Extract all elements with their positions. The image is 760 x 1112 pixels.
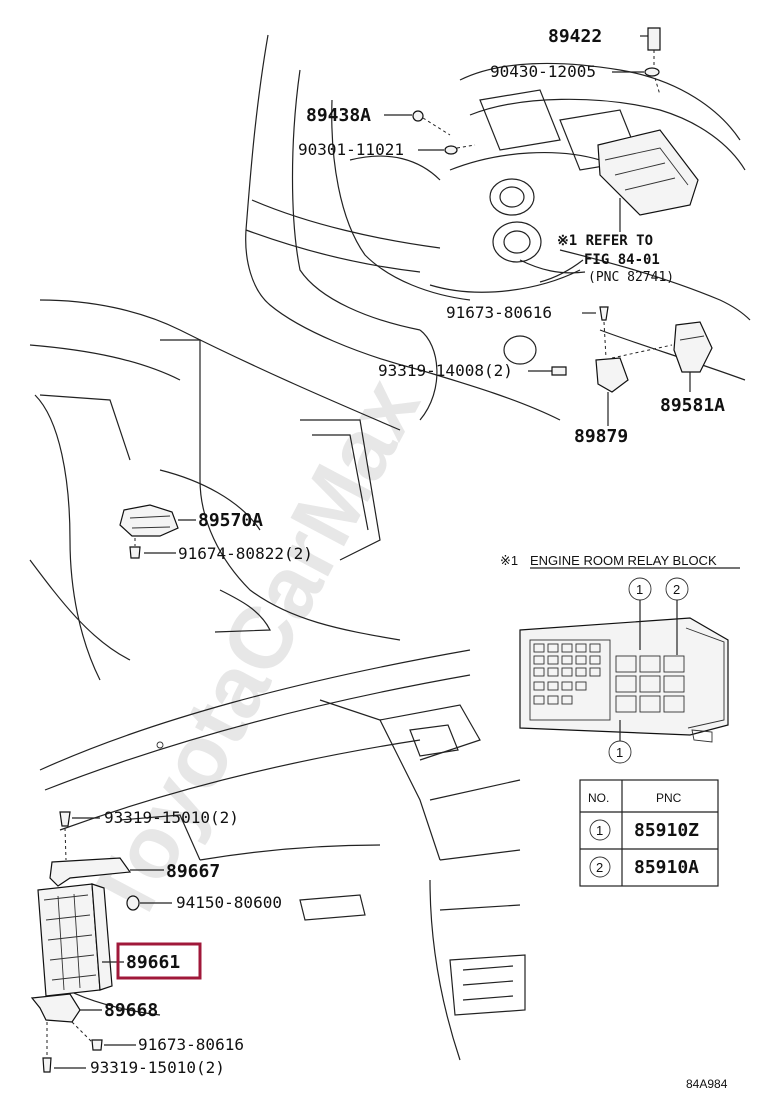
pnc-row2-value: 85910A	[634, 857, 699, 878]
callout-89581a: 89581A	[660, 395, 725, 416]
relay-marker-1-bottom-label: 1	[616, 745, 623, 760]
relay-block-illustration	[519, 617, 729, 743]
engine-bay-illustration	[245, 34, 751, 421]
sensor-89581a	[673, 321, 713, 373]
clamp-94150	[126, 895, 140, 911]
bolt-91674	[129, 546, 141, 559]
relay-marker-2-label: 2	[673, 582, 680, 597]
bolt-91673-top	[599, 306, 609, 321]
refer-note-line1: ※1 REFER TO	[557, 233, 653, 249]
callout-93319-15010-bottom: 93319-15010(2)	[90, 1058, 225, 1077]
callout-94150-80600: 94150-80600	[176, 893, 282, 912]
pnc-header-pnc: PNC	[656, 791, 682, 805]
diagram-code: 84A984	[686, 1077, 728, 1091]
refer-note-line2: FIG 84-01	[584, 252, 660, 268]
seal-90301	[444, 145, 458, 155]
instrument-panel-illustration	[39, 649, 526, 1061]
relay-marker-1-top-label: 1	[636, 582, 643, 597]
pnc-table	[579, 779, 719, 887]
bracket-89668	[30, 993, 81, 1023]
washer-90430	[644, 67, 660, 77]
callout-91673-80616-bottom: 91673-80616	[138, 1035, 244, 1054]
bracket-89667	[49, 857, 132, 887]
pnc-row2-no: 2	[596, 860, 603, 875]
pnc-header-no: NO.	[588, 791, 609, 805]
callout-89879: 89879	[574, 426, 628, 447]
bolt-93319-top	[59, 811, 71, 827]
relay-marker-1-bottom	[608, 740, 632, 764]
relay-block-title-mark: ※1	[500, 553, 518, 568]
sensor-89422	[647, 27, 661, 51]
pnc-row1-no: 1	[596, 823, 603, 838]
callout-91674-80822: 91674-80822(2)	[178, 544, 313, 563]
callout-89661: 89661	[126, 952, 180, 973]
callout-89668: 89668	[104, 1000, 158, 1021]
bolt-93319-bottom	[42, 1057, 52, 1073]
relay-block-title: ENGINE ROOM RELAY BLOCK	[530, 553, 717, 568]
callout-89570a: 89570A	[198, 510, 263, 531]
callout-89438a: 89438A	[306, 105, 371, 126]
callout-89422: 89422	[548, 26, 602, 47]
refer-note-line3: (PNC 82741)	[588, 270, 674, 285]
pnc-row1-value: 85910Z	[634, 820, 699, 841]
bracket-89879	[595, 357, 629, 393]
pnc-row1-no-circle	[589, 819, 611, 841]
callout-89667: 89667	[166, 861, 220, 882]
bolt-93319-14008	[551, 366, 567, 376]
callout-93319-15010-top: 93319-15010(2)	[104, 808, 239, 827]
callout-90301-11021: 90301-11021	[298, 140, 404, 159]
callout-90430-12005: 90430-12005	[490, 62, 596, 81]
callout-93319-14008: 93319-14008(2)	[378, 361, 513, 380]
dashboard-side-illustration	[29, 299, 401, 681]
ecu-89661	[37, 883, 113, 997]
sensor-89570a	[119, 504, 179, 537]
bolt-89438a	[412, 110, 424, 122]
pnc-row2-no-circle	[589, 856, 611, 878]
bolt-91673-bottom	[91, 1039, 103, 1051]
callout-91673-80616-top: 91673-80616	[446, 303, 552, 322]
highlight-box-89661	[116, 942, 202, 980]
